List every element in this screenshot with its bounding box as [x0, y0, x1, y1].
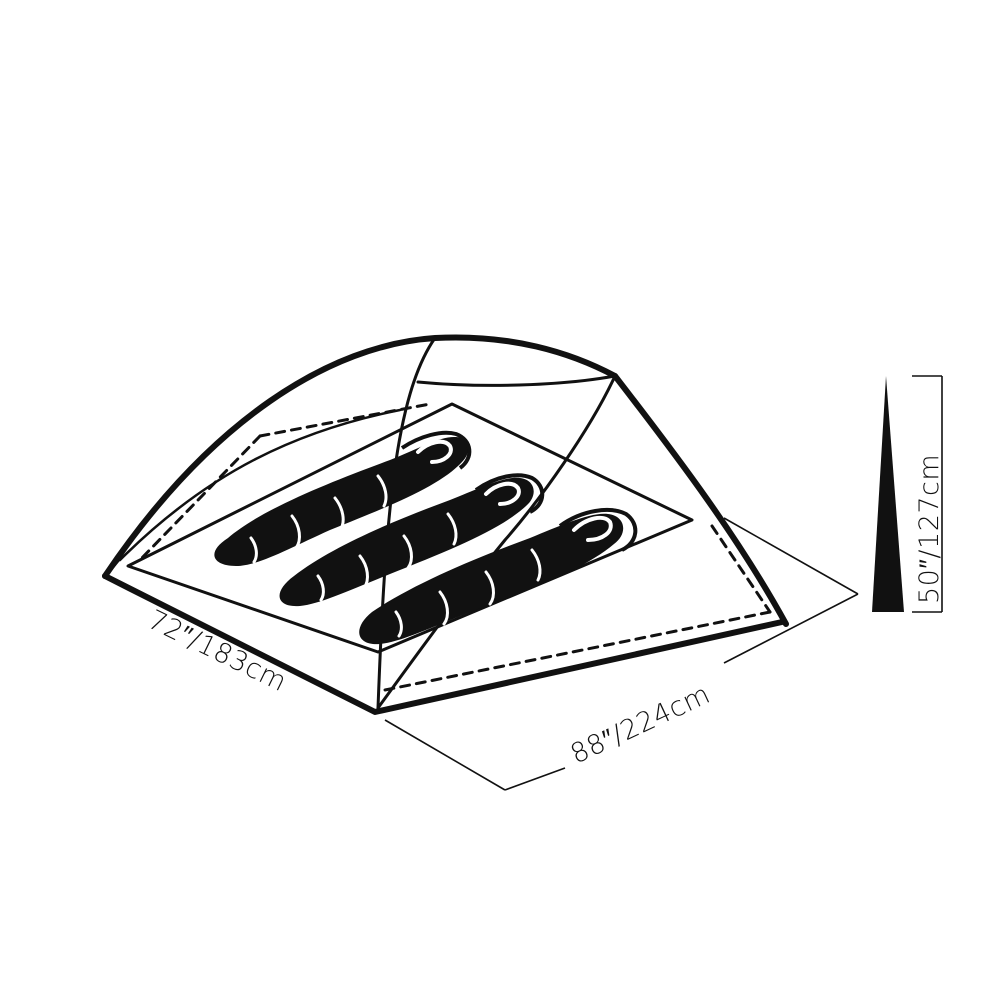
dashed-back-left	[258, 402, 432, 438]
height-dimension-label: 50″/127cm	[914, 454, 945, 604]
length-dimension-label: 88″/224cm	[566, 679, 715, 771]
sleeping-bag-2	[279, 473, 545, 607]
sleeping-bag-2-hood-outline	[474, 473, 545, 514]
width-dimension: 72″/183cm	[143, 604, 292, 698]
sleeping-bag-2-baffles	[316, 512, 458, 602]
sleeping-bag-3-baffles	[394, 548, 542, 638]
length-dimension	[384, 517, 859, 791]
sleeping-bag-2-hood-opening	[484, 481, 521, 506]
length-dimension-line-bottom-right	[723, 593, 859, 664]
sleeping-bag-3-hood-opening	[572, 515, 613, 542]
sleeping-bag-1-hood-opening	[416, 439, 453, 464]
tent-main-arc	[102, 334, 618, 579]
tent-ridge-brow	[416, 374, 617, 387]
sleeping-bag-1	[214, 430, 472, 566]
dashed-left-side	[138, 434, 262, 562]
height-wedge-icon	[872, 376, 904, 612]
sleeping-bag-1-shape	[214, 436, 469, 566]
length-dimension-line-bottom-left	[504, 767, 566, 791]
inner-floor-mat	[126, 402, 694, 654]
sleeping-bags	[214, 430, 638, 645]
dashed-right-side	[710, 524, 772, 614]
sleeping-bag-3	[359, 508, 638, 645]
length-dimension-line-left	[384, 719, 506, 791]
tent-right-edge	[612, 373, 789, 627]
height-dimension: 50″/127cm	[872, 375, 945, 613]
sleeping-bag-3-hood-outline	[558, 508, 638, 552]
tent-left-arc-inner	[118, 408, 402, 562]
sleeping-bag-1-hood-outline	[400, 430, 472, 470]
tent-floor-outline	[102, 573, 785, 715]
height-bracket	[912, 375, 943, 613]
sleeping-bag-1-baffles	[249, 474, 388, 564]
canopy-dashed-lines	[138, 402, 772, 692]
width-dimension-label: 72″/183cm	[143, 604, 292, 698]
length-dimension-line-right	[723, 517, 859, 595]
dashed-front-floor	[383, 610, 772, 692]
tent-rear-pole	[376, 374, 617, 710]
